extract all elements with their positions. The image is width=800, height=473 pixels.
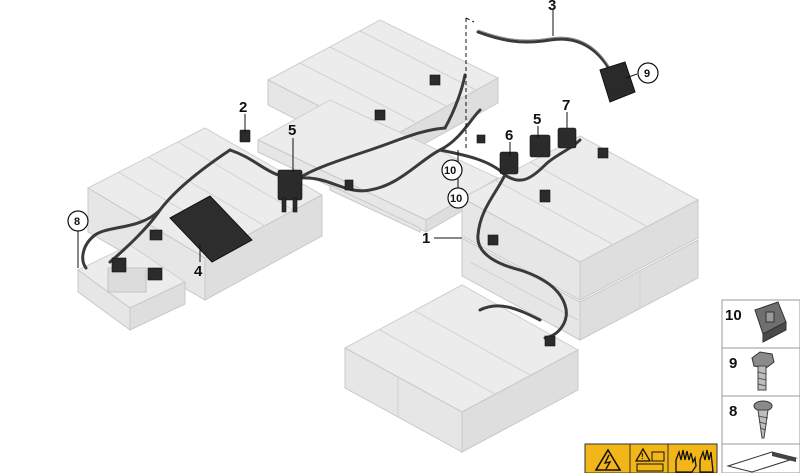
callout-10-upper: 10 (444, 165, 456, 177)
small-parts-legend: 10 9 8 (721, 299, 800, 473)
callout-6: 6 (505, 127, 513, 144)
warning-label: ! (584, 443, 718, 473)
battery-module-right-upper (460, 135, 700, 301)
battery-module-bottom (343, 284, 580, 453)
screw-icon (753, 400, 773, 439)
cover-plate-part-4 (169, 195, 253, 263)
leader-lines (77, 10, 638, 268)
callout-8: 8 (74, 216, 80, 228)
clip-icon (754, 301, 787, 343)
callout-3: 3 (548, 0, 556, 14)
callout-8-circle (67, 210, 89, 232)
svg-text:!: ! (641, 452, 644, 461)
connector-block-part-9 (599, 61, 636, 103)
callout-7: 7 (562, 97, 570, 114)
battery-module-left (86, 127, 324, 301)
glove-icon (675, 449, 714, 473)
junction-block-left (277, 169, 303, 201)
callout-5-left: 5 (288, 122, 296, 139)
read-manual-warning-icon: ! (634, 447, 665, 472)
callout-9: 9 (644, 68, 650, 80)
legend-number-10: 10 (725, 307, 742, 324)
warning-label-background (584, 443, 718, 473)
legend-number-9: 9 (729, 355, 737, 372)
callout-10a-circle (441, 159, 463, 181)
wiring-harness (81, 29, 612, 340)
high-voltage-warning-icon (594, 448, 622, 471)
callout-4: 4 (194, 263, 203, 280)
flat-strip-icon (726, 451, 798, 473)
callout-2: 2 (239, 99, 247, 116)
battery-module-small-front-left (77, 244, 187, 331)
callout-10b-circle (447, 187, 469, 209)
callouts: 1 2 3 4 5 5 6 7 8 9 10 10 (67, 0, 659, 280)
battery-module-right-lower (461, 237, 699, 341)
legend-number-8: 8 (729, 403, 737, 420)
hex-bolt-icon (751, 351, 775, 391)
callout-5-right: 5 (533, 111, 541, 128)
callout-9-circle (637, 62, 659, 84)
callout-1: 1 (422, 230, 430, 247)
callout-10-lower: 10 (450, 193, 462, 205)
connectors (111, 61, 636, 347)
